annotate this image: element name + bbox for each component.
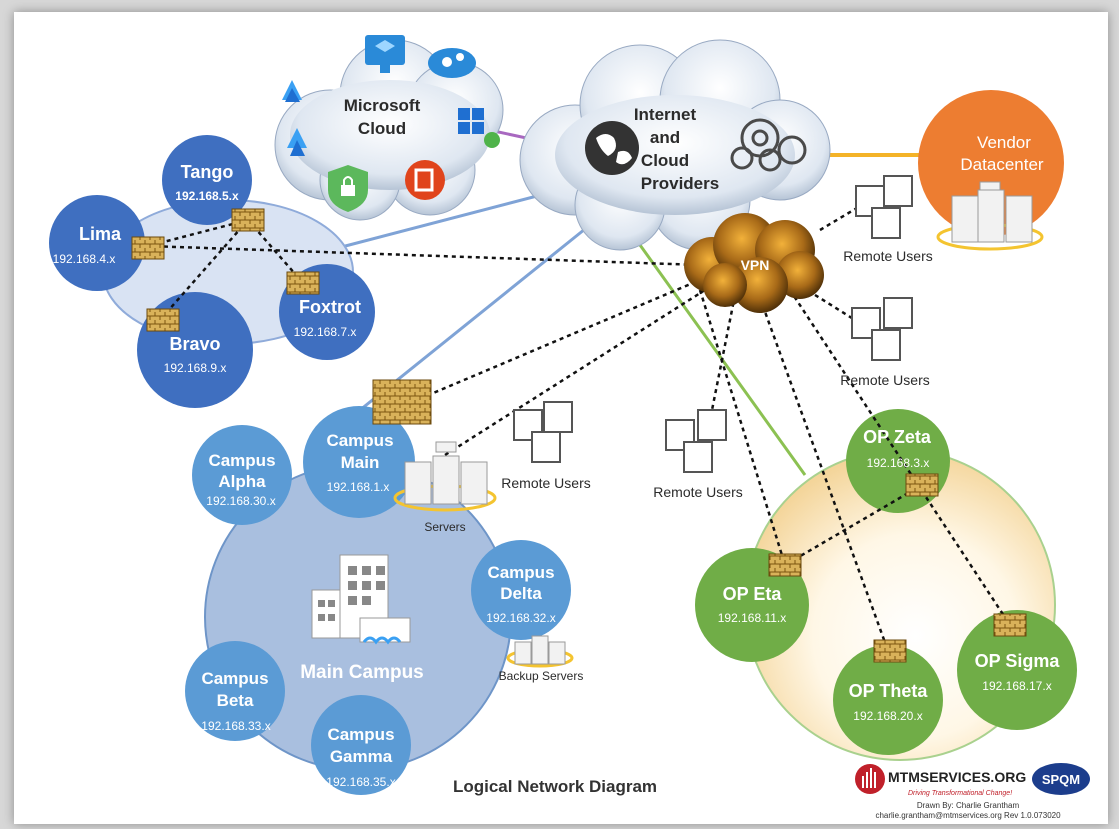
firewall-icon — [993, 613, 1027, 637]
foxtrot-name: Foxtrot — [299, 297, 361, 317]
shield-lock-icon — [328, 165, 368, 212]
campus-alpha-node[interactable] — [192, 425, 292, 525]
op-eta-ip: 192.168.11.x — [718, 611, 787, 625]
vendor-label-2: Datacenter — [960, 155, 1043, 174]
monitor-icon — [365, 35, 405, 73]
link-branch-internet — [329, 188, 561, 252]
main-campus-label: Main Campus — [300, 662, 424, 683]
campus-beta-node[interactable] — [185, 641, 285, 741]
campus-main-line2: Main — [341, 453, 380, 472]
lima-ip: 192.168.4.x — [53, 252, 116, 266]
campus-alpha-line1: Campus — [208, 451, 275, 470]
op-zeta-name: OP Zeta — [863, 427, 932, 447]
bravo-name: Bravo — [169, 334, 220, 354]
spqm-logo — [1032, 763, 1090, 795]
firewall-icon — [372, 379, 432, 425]
vendor-servers-icon — [936, 181, 1044, 251]
campus-delta-ip: 192.168.32.x — [486, 611, 555, 625]
internet-cloud — [519, 39, 831, 251]
campus-delta-line1: Campus — [487, 563, 554, 582]
contact-info: charlie.grantham@mtmservices.org Rev 1.0… — [875, 811, 1061, 820]
windows-grid-icon — [458, 108, 500, 148]
globe-icon — [585, 121, 639, 175]
vpn-cloud — [684, 213, 824, 313]
campus-beta-ip: 192.168.33.x — [201, 719, 270, 733]
lima-node[interactable] — [49, 195, 145, 291]
internet-label-1: Internet — [634, 105, 697, 124]
building-icon — [311, 554, 411, 645]
azure-icon — [282, 80, 307, 156]
campus-gamma-line2: Gamma — [330, 747, 393, 766]
vendor-label-1: Vendor — [977, 133, 1031, 152]
campus-alpha-line2: Alpha — [218, 472, 266, 491]
remote-users-label: Remote Users — [653, 484, 742, 500]
campus-main-node[interactable] — [303, 406, 415, 518]
op-theta-node[interactable] — [833, 645, 943, 755]
campus-gamma-node[interactable] — [311, 695, 411, 795]
firewall-icon — [286, 271, 320, 295]
foxtrot-ip: 192.168.7.x — [294, 325, 357, 339]
drawn-by: Drawn By: Charlie Grantham — [917, 801, 1020, 810]
bravo-ip: 192.168.9.x — [164, 361, 227, 375]
link-campus-internet — [359, 223, 591, 412]
tango-ip: 192.168.5.x — [175, 189, 239, 203]
office-icon — [405, 160, 445, 200]
gears-icon — [730, 118, 807, 172]
mtm-logo-tagline: Driving Transformational Change! — [908, 790, 1012, 797]
firewall-icon — [146, 308, 180, 332]
remote-users-icon — [665, 409, 727, 473]
backup-servers-icon — [506, 635, 574, 668]
lima-name: Lima — [79, 224, 122, 244]
op-sigma-ip: 192.168.17.x — [982, 679, 1051, 693]
servers-label: Servers — [424, 520, 465, 534]
op-sigma-name: OP Sigma — [975, 651, 1061, 671]
remote-users-label: Remote Users — [843, 248, 932, 264]
internet-label-3: Cloud — [641, 151, 689, 170]
internet-label-2: and — [650, 128, 680, 147]
campus-beta-line2: Beta — [217, 691, 254, 710]
campus-alpha-ip: 192.168.30.x — [206, 494, 275, 508]
campus-beta-line1: Campus — [201, 669, 268, 688]
campus-gamma-line1: Campus — [327, 725, 394, 744]
remote-users-icon — [513, 401, 573, 463]
cloud-gear-icon — [428, 48, 476, 78]
campus-servers-icon — [393, 441, 497, 512]
campus-delta-node[interactable] — [471, 540, 571, 640]
vpn-links — [147, 203, 1012, 649]
remote-users-label: Remote Users — [501, 475, 590, 491]
op-zeta-ip: 192.168.3.x — [867, 456, 930, 470]
campus-delta-line2: Delta — [500, 584, 542, 603]
firewall-icon — [873, 639, 907, 663]
internet-label-4: Providers — [641, 174, 719, 193]
op-sigma-node[interactable] — [957, 610, 1077, 730]
remote-users-label: Remote Users — [840, 372, 929, 388]
tango-node[interactable] — [162, 135, 252, 225]
campus-main-ip: 192.168.1.x — [327, 480, 390, 494]
microsoft-cloud-label-2: Cloud — [358, 119, 406, 138]
backup-servers-label: Backup Servers — [499, 669, 584, 683]
branch-links — [147, 218, 304, 321]
tango-name: Tango — [181, 162, 234, 182]
microsoft-cloud-label-1: Microsoft — [344, 96, 421, 115]
vpn-label: VPN — [741, 257, 770, 273]
diagram-title: Logical Network Diagram — [453, 777, 657, 796]
firewall-icon — [768, 553, 802, 577]
firewall-icon — [131, 236, 165, 260]
mtm-logo — [855, 764, 885, 794]
op-eta-name: OP Eta — [723, 584, 783, 604]
firewall-icon — [231, 208, 265, 232]
remote-users-icon — [851, 297, 913, 361]
mtm-logo-text: MTMSERVICES.ORG — [888, 769, 1026, 785]
campus-gamma-ip: 192.168.35.x — [326, 775, 395, 789]
op-theta-name: OP Theta — [849, 681, 929, 701]
spqm-logo-text: SPQM — [1042, 772, 1080, 787]
op-theta-ip: 192.168.20.x — [853, 709, 922, 723]
remote-users-icon — [855, 175, 913, 239]
firewall-icon — [905, 473, 939, 497]
campus-main-line1: Campus — [326, 431, 393, 450]
